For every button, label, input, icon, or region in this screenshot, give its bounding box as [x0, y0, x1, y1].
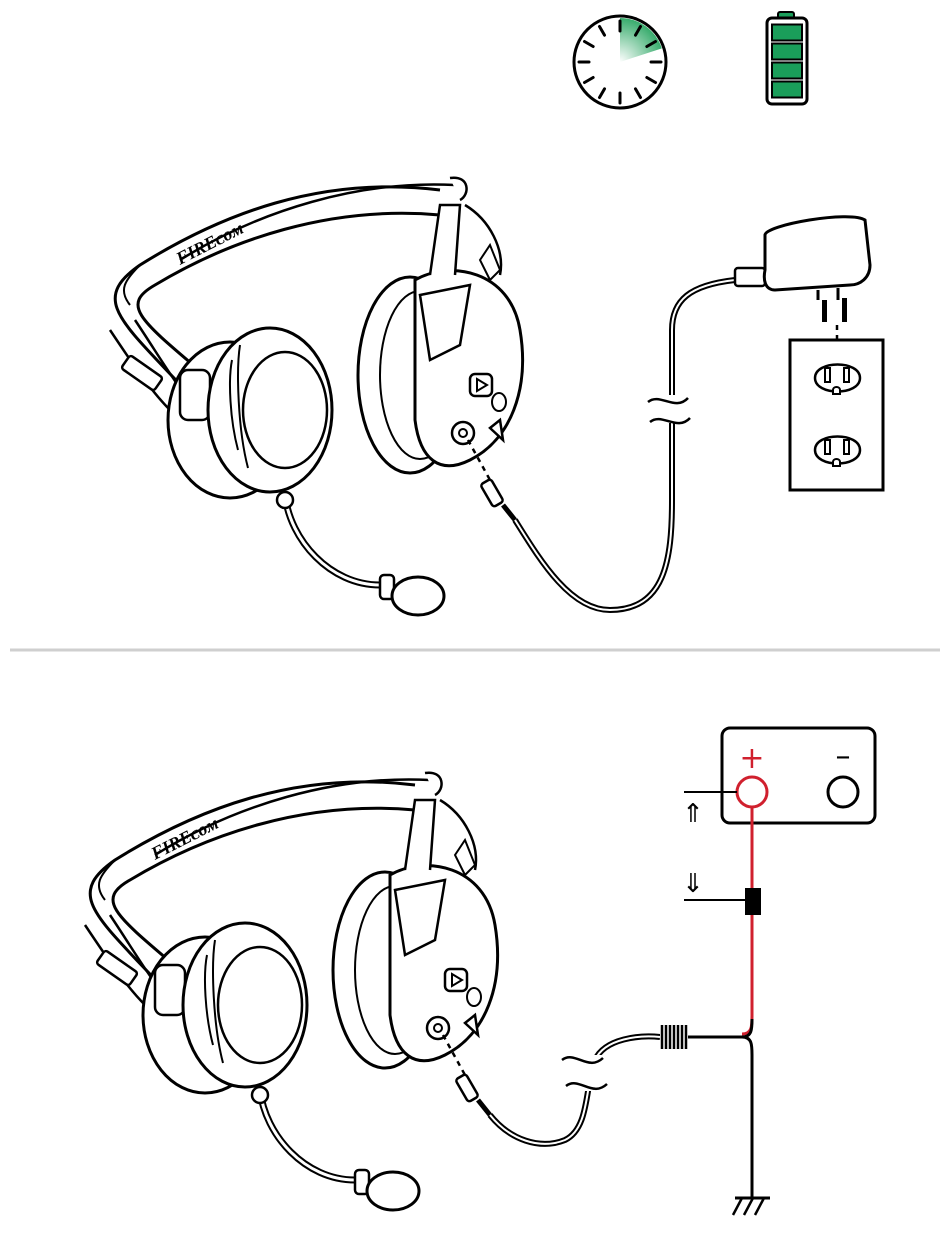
battery-bar [772, 25, 802, 41]
arrow-down-indicator: ⇓ [682, 869, 704, 899]
wall-outlet-icon [790, 340, 883, 490]
headset-jack-plug-dc [455, 1074, 490, 1115]
headset-jack-plug-ac [480, 479, 515, 520]
positive-sign: + [739, 741, 764, 776]
battery-bar [772, 44, 802, 60]
negative-sign: – [836, 739, 851, 774]
clock-timer-icon [574, 16, 666, 108]
battery-bar [772, 63, 802, 79]
ground-symbol-icon [733, 1165, 770, 1215]
inline-fuse [745, 888, 761, 915]
headset-dc [85, 773, 498, 1210]
headset-brand-ac: FIREᴄᴏᴍ [172, 218, 246, 269]
vehicle-battery-icon: + – [722, 728, 875, 823]
battery-full-icon [767, 12, 807, 104]
negative-terminal [828, 777, 858, 807]
positive-terminal [737, 777, 767, 807]
inline-filter-coil [660, 1025, 688, 1049]
arrow-up-indicator: ⇑ [682, 799, 704, 829]
headset-ac [110, 178, 523, 615]
panel-ac-charging: FIREᴄᴏᴍ [110, 178, 883, 615]
battery-bar [772, 82, 802, 98]
panel-dc-charging: FIREᴄᴏᴍ + – [85, 728, 875, 1215]
headset-brand-dc: FIREᴄᴏᴍ [147, 813, 221, 864]
